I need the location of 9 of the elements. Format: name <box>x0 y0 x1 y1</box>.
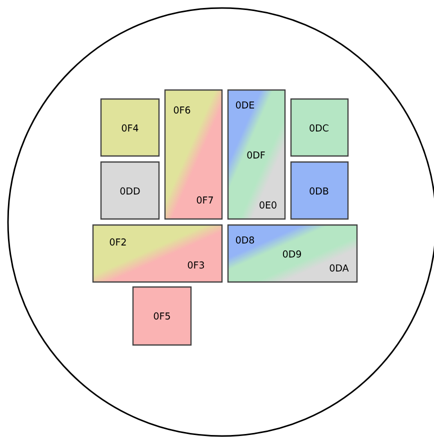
color-box: 0F5 <box>132 286 192 346</box>
color-box: 0D8 0D9 0DA <box>227 224 358 283</box>
color-box: 0F4 <box>100 98 160 157</box>
color-box: 0DC <box>290 98 349 157</box>
color-box: 0DB <box>290 161 349 220</box>
color-box: 0DE 0DF 0E0 <box>227 89 286 220</box>
color-box: 0F2 0F3 <box>92 224 223 283</box>
color-box: 0DD <box>100 161 160 220</box>
color-box: 0F6 0F7 <box>164 89 223 220</box>
